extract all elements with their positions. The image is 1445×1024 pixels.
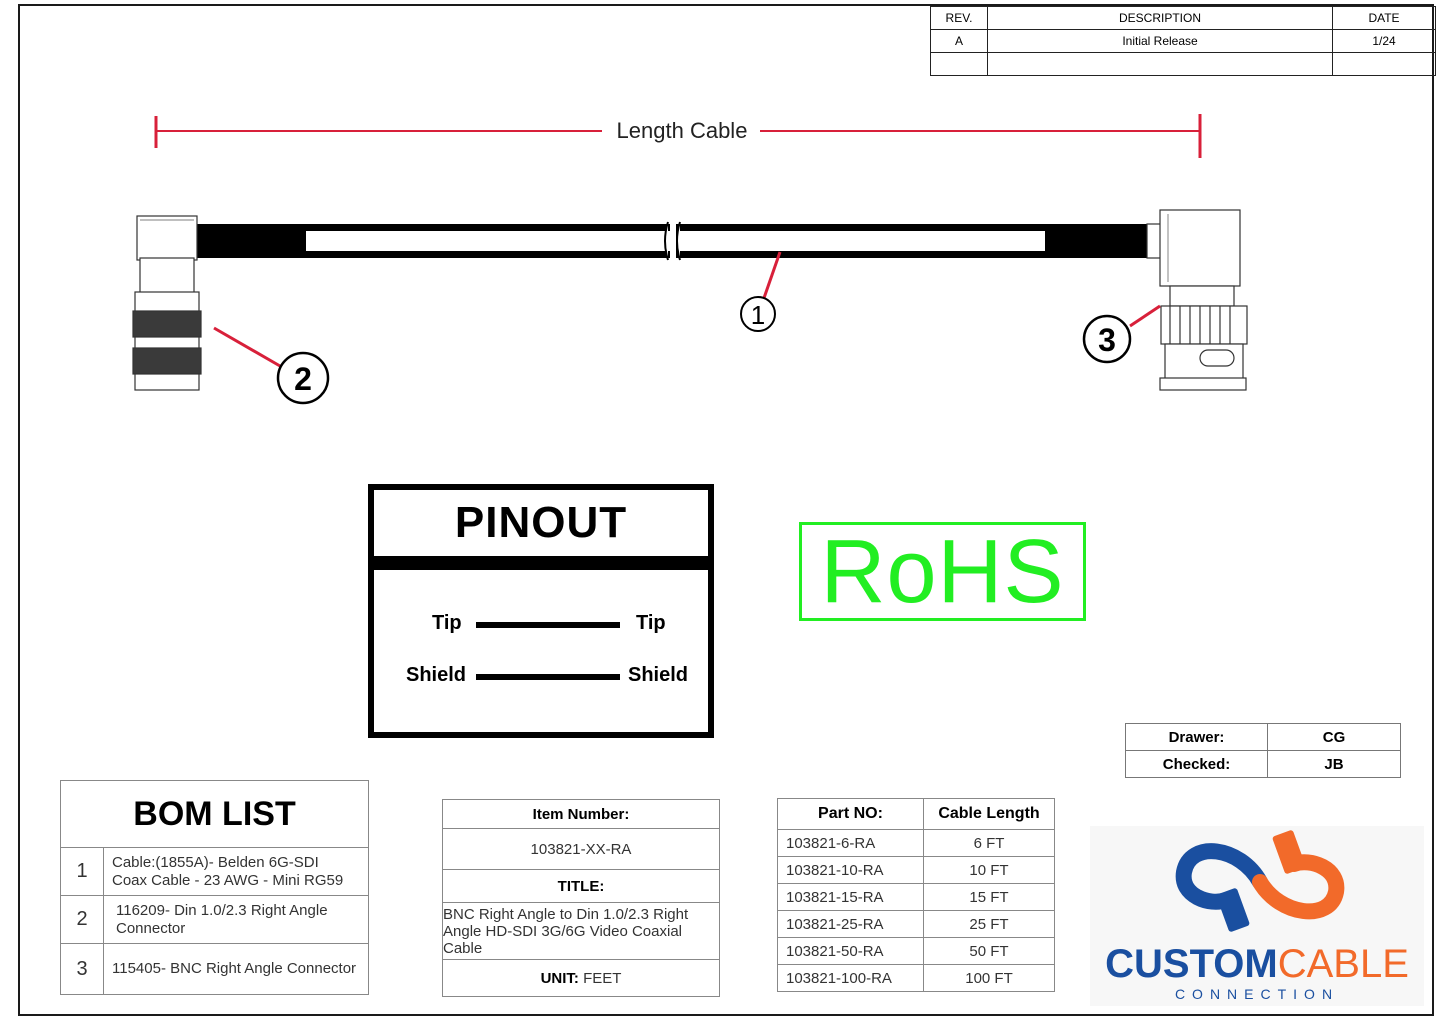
unit-label: UNIT: [540, 969, 579, 987]
length-dimension-label: Length Cable [617, 118, 748, 143]
pin-shield-wire [476, 674, 620, 680]
checked-row: Checked: JB [1125, 750, 1401, 778]
company-logo: CUSTOMCABLE CONNECTION [1090, 826, 1424, 1006]
title-line: Angle HD-SDI 3G/6G Video Coaxial Cable [443, 922, 683, 957]
pinout-title: PINOUT [374, 490, 708, 570]
part-number: 103821-50-RA [777, 937, 924, 965]
part-number: 103821-6-RA [777, 829, 924, 857]
part-number: 103821-25-RA [777, 910, 924, 938]
item-number-label: Item Number: [443, 800, 719, 829]
part-no-header: Part NO: [777, 798, 924, 830]
bom-item-description: 115405- BNC Right Angle Connector [104, 944, 368, 994]
description-header: DESCRIPTION [987, 6, 1333, 30]
rohs-badge: RoHS [799, 522, 1086, 621]
bom-item-number: 3 [61, 944, 104, 994]
pin-shield-left: Shield [406, 664, 467, 686]
callout-3-label: 3 [1098, 322, 1116, 358]
drawing-frame [18, 4, 1434, 1016]
bom-row: 2 116209- Din 1.0/2.3 Right Angle Connec… [61, 896, 368, 944]
checked-value: JB [1267, 750, 1401, 778]
pin-tip-right: Tip [636, 612, 666, 634]
drawer-label: Drawer: [1125, 723, 1268, 751]
title-block: Item Number: 103821-XX-RA TITLE: BNC Rig… [442, 799, 720, 997]
revision-row-empty [930, 52, 1436, 76]
checked-label: Checked: [1125, 750, 1268, 778]
pin-shield-right: Shield [628, 664, 689, 686]
pin-tip-left: Tip [432, 612, 462, 634]
bom-row: 1 Cable:(1855A)- Belden 6G-SDI Coax Cabl… [61, 848, 368, 896]
date-header: DATE [1332, 6, 1436, 30]
callout-3: 3 [1082, 304, 1161, 364]
title-value: BNC Right Angle to Din 1.0/2.3 Right Ang… [443, 903, 719, 960]
bom-item-description: Cable:(1855A)- Belden 6G-SDI Coax Cable … [104, 848, 368, 895]
bom-title: BOM LIST [61, 781, 368, 848]
title-label: TITLE: [443, 870, 719, 903]
cable-loop-icon [1175, 830, 1345, 932]
din-connector-illustration [132, 215, 202, 391]
coax-cable [195, 221, 1151, 261]
logo-word-custom: CUSTOM [1105, 942, 1278, 986]
bom-item-line: Coax Cable - 23 AWG - Mini RG59 [112, 871, 344, 889]
date-empty [1332, 52, 1436, 76]
logo-word-cable: CABLE [1277, 942, 1409, 986]
rev-empty [930, 52, 988, 76]
drawer-table: Drawer: CG Checked: JB [1125, 723, 1401, 778]
logo-wordmark: CUSTOMCABLE [1090, 942, 1424, 987]
callout-1-label: 1 [751, 300, 765, 330]
unit-value: FEET [578, 969, 622, 987]
pin-tip-wire [476, 622, 620, 628]
callout-2-label: 2 [294, 361, 312, 397]
revision-row: A Initial Release 1/24 [930, 29, 1436, 53]
cable-length: 25 FT [923, 910, 1055, 938]
part-number: 103821-100-RA [777, 964, 924, 992]
drawer-row: Drawer: CG [1125, 723, 1401, 751]
length-dimension: Length Cable [154, 114, 1202, 158]
part-table-header: Part NO: Cable Length [777, 798, 1055, 830]
cable-length: 15 FT [923, 883, 1055, 911]
cable-length: 6 FT [923, 829, 1055, 857]
bnc-connector-illustration [1146, 209, 1248, 391]
bom-item-number: 1 [61, 848, 104, 895]
cable-length: 100 FT [923, 964, 1055, 992]
bom-item-number: 2 [61, 896, 104, 943]
item-number-value: 103821-XX-RA [443, 829, 719, 870]
bom-item-line: Connector [116, 919, 186, 937]
cable-length: 10 FT [923, 856, 1055, 884]
logo-subtitle: CONNECTION [1174, 986, 1340, 1002]
cable-length-header: Cable Length [923, 798, 1055, 830]
bom-item-description: 116209- Din 1.0/2.3 Right Angle Connecto… [104, 896, 368, 943]
revision-table: REV. DESCRIPTION DATE A Initial Release … [930, 6, 1436, 76]
part-number: 103821-10-RA [777, 856, 924, 884]
unit-row: UNIT: FEET [443, 960, 719, 996]
bom-item-line: Cable:(1855A)- Belden 6G-SDI [112, 853, 319, 871]
callout-1: 1 [740, 251, 782, 332]
title-line: BNC Right Angle to Din 1.0/2.3 Right [443, 905, 689, 923]
pinout-box: PINOUT Tip Tip Shield Shield [368, 484, 714, 738]
callout-2: 2 [213, 326, 330, 405]
bom-item-line: 115405- BNC Right Angle Connector [112, 960, 357, 977]
revision-header-row: REV. DESCRIPTION DATE [930, 6, 1436, 30]
date-value: 1/24 [1332, 29, 1436, 53]
drawer-value: CG [1267, 723, 1401, 751]
bom-row: 3 115405- BNC Right Angle Connector [61, 944, 368, 994]
cable-length: 50 FT [923, 937, 1055, 965]
part-number: 103821-15-RA [777, 883, 924, 911]
bom-item-line: 116209- Din 1.0/2.3 Right Angle [116, 901, 328, 919]
bom-list: BOM LIST 1 Cable:(1855A)- Belden 6G-SDI … [60, 780, 369, 995]
